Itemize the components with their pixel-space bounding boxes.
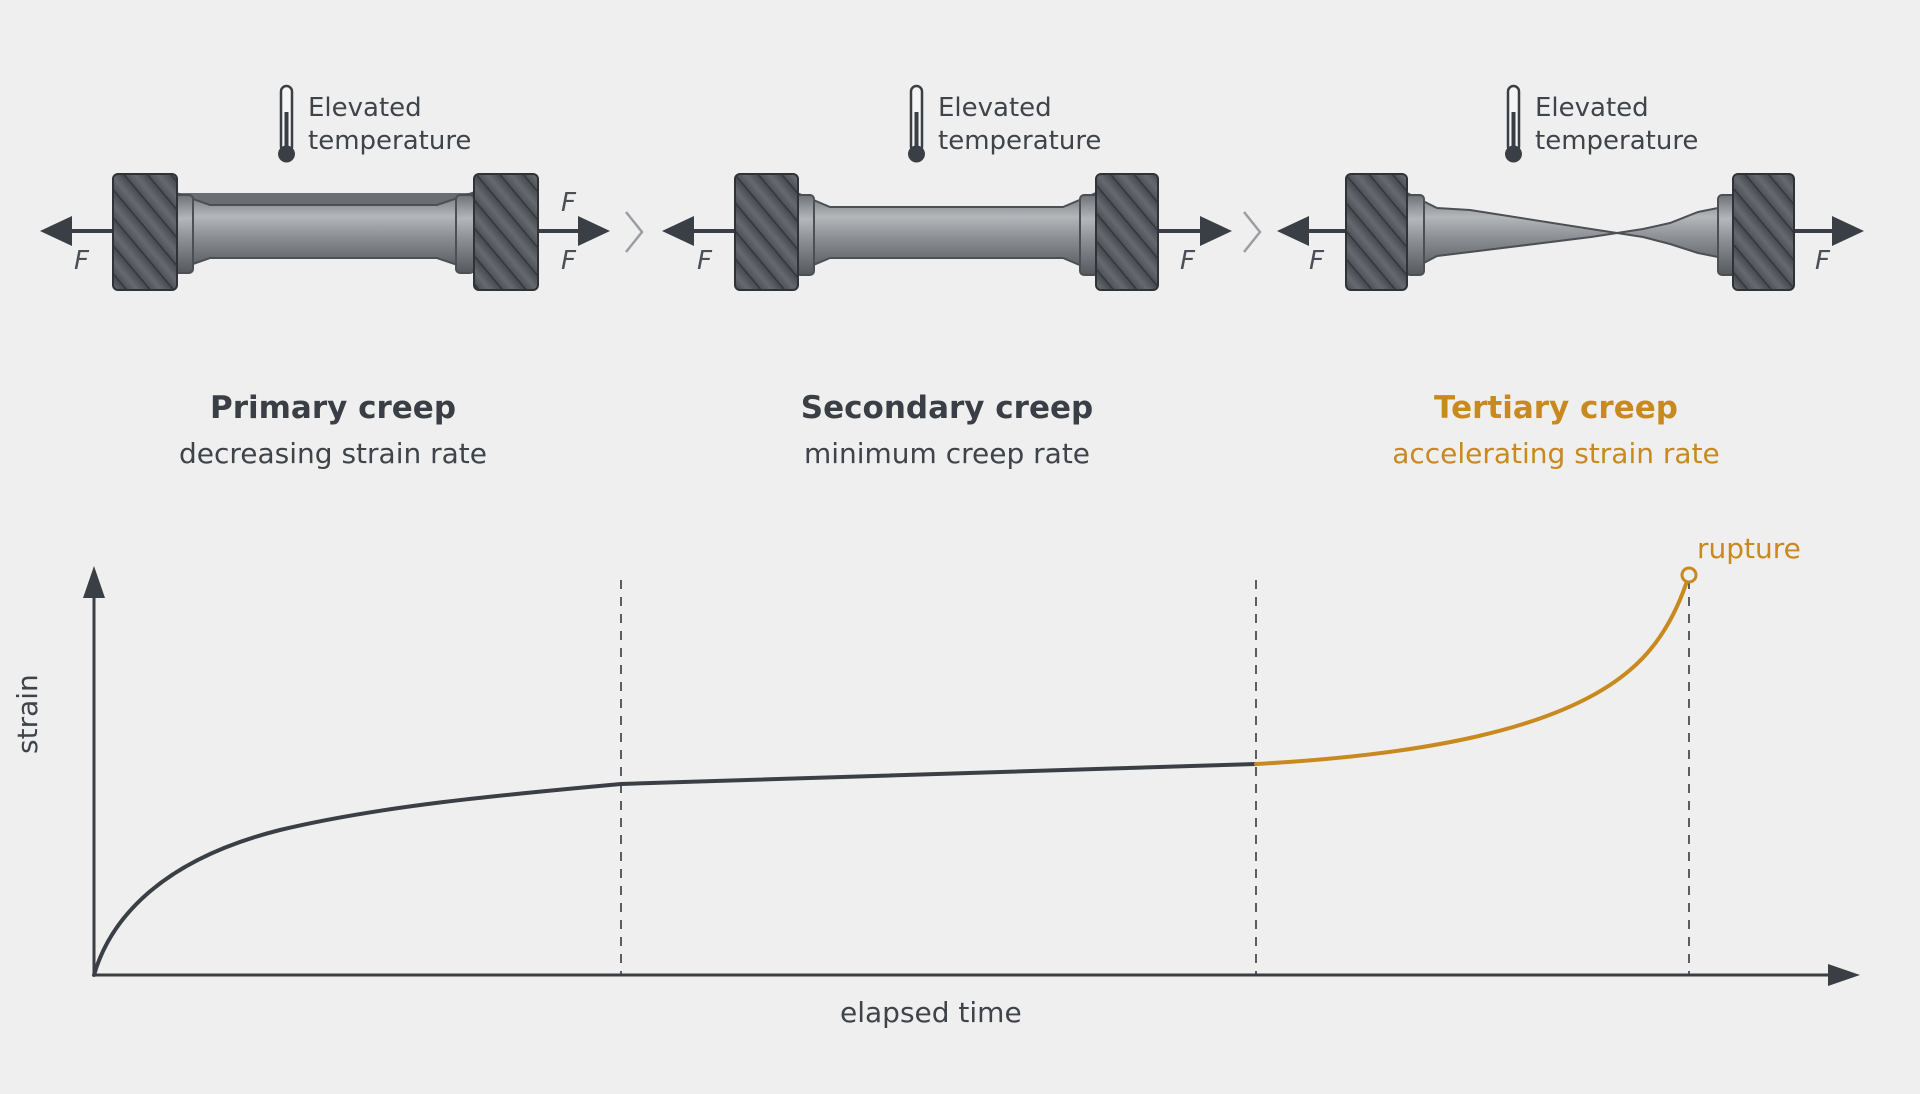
grip-left xyxy=(1345,173,1408,291)
specimen-primary xyxy=(40,84,610,291)
force-arrow-icon xyxy=(662,216,736,246)
specimen-tertiary xyxy=(1277,84,1864,291)
grip-right xyxy=(473,173,539,291)
y-axis xyxy=(83,566,105,975)
chevron-right-icon xyxy=(625,211,644,253)
force-label: F xyxy=(1309,246,1324,276)
force-arrow-icon xyxy=(1277,216,1349,246)
curve-primary-secondary xyxy=(92,762,1258,977)
force-label: F xyxy=(561,188,576,218)
force-label: F xyxy=(697,246,712,276)
chevron-right-icon xyxy=(1243,211,1262,253)
specimen-secondary xyxy=(662,84,1232,291)
stage-subtitle-primary: decreasing strain rate xyxy=(179,437,487,470)
force-label: F xyxy=(1815,246,1830,276)
temperature-label: Elevated temperature xyxy=(1535,92,1698,158)
grip-left xyxy=(112,173,178,291)
rupture-point xyxy=(1680,566,1698,584)
stage-subtitle-tertiary: accelerating strain rate xyxy=(1392,437,1720,470)
thermometer-icon xyxy=(1505,84,1522,163)
force-arrow-icon xyxy=(40,216,112,246)
stage-title-primary: Primary creep xyxy=(209,390,457,426)
temperature-label-line2: temperature xyxy=(1535,126,1699,156)
force-label: F xyxy=(561,246,576,276)
temperature-label: Elevated temperature xyxy=(308,92,471,158)
rupture-label: rupture xyxy=(1697,532,1801,565)
temperature-label-line1: Elevated xyxy=(938,93,1052,123)
thermometer-icon xyxy=(278,84,295,163)
grip-right xyxy=(1095,173,1159,291)
stage-title-tertiary: Tertiary creep xyxy=(1434,390,1678,426)
temperature-label-line2: temperature xyxy=(308,126,472,156)
y-axis-label: strain xyxy=(11,674,44,754)
temperature-label: Elevated temperature xyxy=(938,92,1101,158)
grip-left xyxy=(734,173,799,291)
force-label: F xyxy=(74,246,89,276)
grip-right xyxy=(1732,173,1795,291)
temperature-label-line1: Elevated xyxy=(308,93,422,123)
stage-subtitle-secondary: minimum creep rate xyxy=(803,437,1091,470)
temperature-label-line1: Elevated xyxy=(1535,93,1649,123)
force-label: F xyxy=(1180,246,1195,276)
temperature-label-line2: temperature xyxy=(938,126,1102,156)
curve-tertiary xyxy=(1254,573,1691,766)
x-axis-label: elapsed time xyxy=(840,996,1022,1029)
force-arrow-icon xyxy=(1790,216,1864,246)
stage-title-secondary: Secondary creep xyxy=(800,390,1094,426)
creep-curve-graph xyxy=(83,566,1860,986)
x-axis xyxy=(94,964,1860,986)
thermometer-icon xyxy=(908,84,925,163)
force-arrow-icon xyxy=(536,216,610,246)
force-arrow-icon xyxy=(1157,216,1232,246)
